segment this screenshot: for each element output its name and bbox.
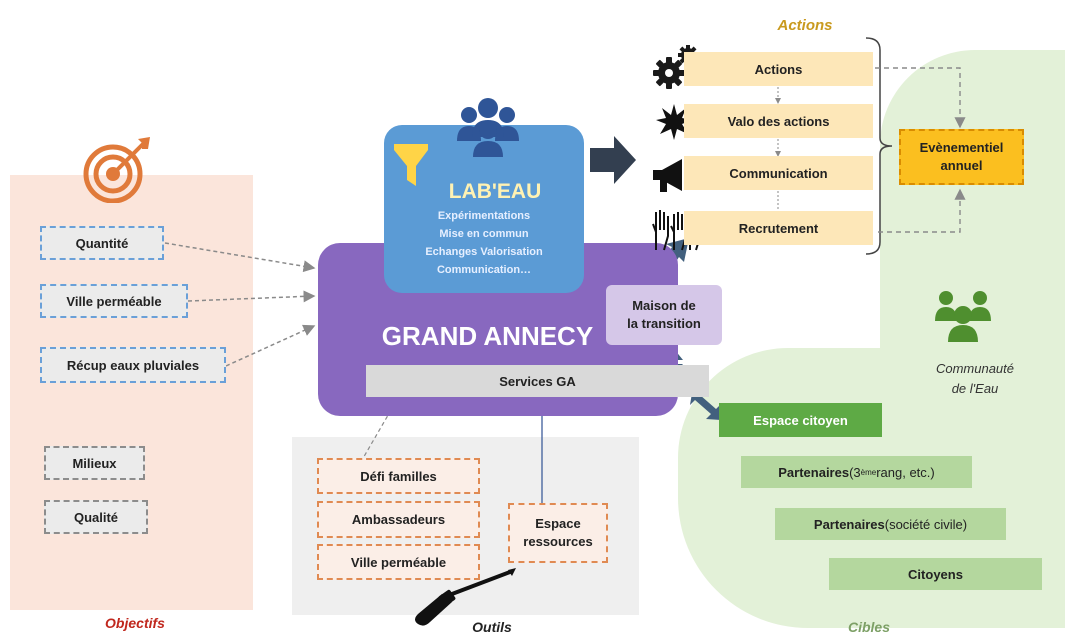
partenaires1-prefix: (3 <box>849 464 861 480</box>
connector-ville <box>187 290 316 303</box>
maison-transition: Maison de la transition <box>606 285 722 345</box>
outil-ambassadeurs: Ambassadeurs <box>317 501 480 538</box>
partenaires1-bold: Partenaires <box>778 464 850 480</box>
espace-citoyen: Espace citoyen <box>719 403 882 437</box>
communaute-line-1: Communauté <box>935 360 1015 376</box>
header-cibles: Cibles <box>847 619 890 635</box>
big-arrow-right <box>590 136 636 184</box>
objectif-quantite: Quantité <box>40 226 164 260</box>
connector-recrutement-event <box>878 188 966 233</box>
burst-icon <box>655 103 693 141</box>
evenementiel-annuel: Evènementiel annuel <box>899 129 1024 185</box>
labeau-line-4: Communication… <box>436 264 532 276</box>
screwdriver-icon <box>408 568 520 628</box>
labeau-line-3: Echanges Valorisation <box>425 246 543 258</box>
connector-recup <box>225 324 316 367</box>
citoyens: Citoyens <box>829 558 1042 590</box>
labeau-line-1: Expérimentations <box>437 210 531 222</box>
communaute-line-2: de l'Eau <box>951 380 999 396</box>
partenaires2-rest: (société civile) <box>884 516 968 532</box>
target-icon <box>80 131 160 204</box>
grand-annecy-title: GRAND ANNECY <box>381 320 594 351</box>
objectif-recup-eaux: Récup eaux pluviales <box>40 347 226 383</box>
outil-espace-ressources: Espace ressources <box>508 503 608 563</box>
partenaires1-suffix: rang, etc.) <box>876 464 935 480</box>
event-line-1: Evènementiel <box>919 140 1004 155</box>
header-actions: Actions <box>777 16 833 34</box>
maison-line-1: Maison de <box>632 298 696 313</box>
event-line-2: annuel <box>940 158 983 173</box>
action-actions: Actions <box>684 52 873 86</box>
labeau-title: LAB'EAU <box>448 180 542 203</box>
maison-line-2: la transition <box>627 316 701 331</box>
outil-ville-permeable: Ville perméable <box>317 544 480 580</box>
objectif-ville-permeable: Ville perméable <box>40 284 188 318</box>
outil-defi-familles: Défi familles <box>317 458 480 494</box>
header-outils: Outils <box>472 619 512 635</box>
header-objectifs: Objectifs <box>105 615 165 631</box>
services-ga: Services GA <box>366 365 709 397</box>
partenaires2-bold: Partenaires <box>813 516 885 532</box>
objectif-milieux: Milieux <box>44 446 145 480</box>
espace-line-2: ressources <box>523 534 593 549</box>
action-recrutement: Recrutement <box>684 211 873 245</box>
partenaires1-sup: ème <box>860 467 877 477</box>
double-arrow-services-espace <box>690 390 721 420</box>
partenaires-societe-civile: Partenaires (société civile) <box>775 508 1006 540</box>
people-icon <box>452 97 524 159</box>
labeau-line-2: Mise en commun <box>439 228 529 240</box>
objectif-qualite: Qualité <box>44 500 148 534</box>
people-icon <box>932 285 994 343</box>
connector-actions-event <box>875 67 966 129</box>
espace-line-1: Espace <box>535 516 581 531</box>
connector-services-outils <box>361 397 399 461</box>
connector-quantite <box>164 242 316 273</box>
actions-bracket <box>865 37 893 255</box>
action-communication: Communication <box>684 156 873 190</box>
funnel-icon <box>392 140 432 190</box>
action-valo: Valo des actions <box>684 104 873 138</box>
